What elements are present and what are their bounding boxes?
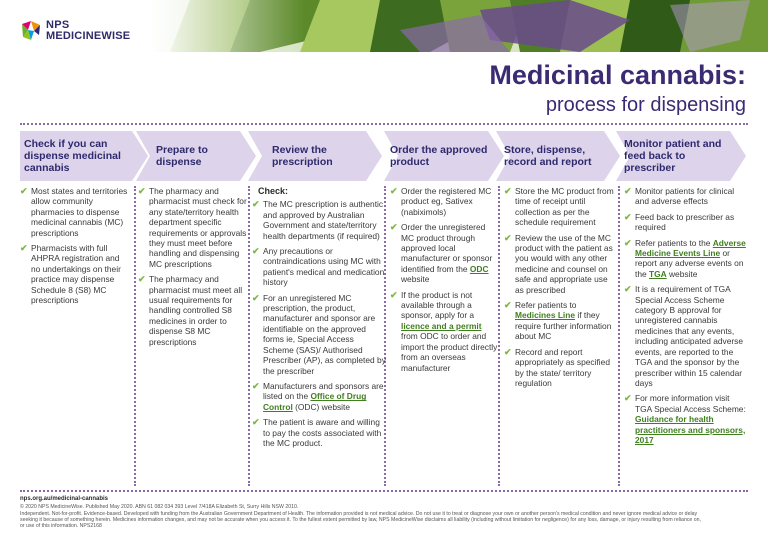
step-5: Store, dispense, record and report <box>496 131 620 181</box>
step-6-label: Monitor patient and feed back to prescri… <box>624 138 722 174</box>
bottom-divider <box>20 490 748 492</box>
step-4-label: Order the approved product <box>390 144 488 168</box>
footer-disclaimer-2: seeking it because of something herein. … <box>20 516 701 523</box>
step-5-chevron <box>496 131 620 181</box>
list-item: ✔Order the registered MC product eg, Sat… <box>390 186 492 217</box>
checkmark-icon: ✔ <box>624 393 632 404</box>
checkmark-icon: ✔ <box>252 246 260 257</box>
brand-line-2: MEDICINEWISE <box>46 30 131 42</box>
step-4-chevron <box>384 131 504 181</box>
check-heading: Check: <box>258 186 289 196</box>
list-item: ✔The patient is aware and willing to pay… <box>252 417 382 448</box>
step-2: Prepare to dispense <box>136 131 256 181</box>
checkmark-icon: ✔ <box>624 284 632 295</box>
checkmark-icon: ✔ <box>504 346 512 357</box>
page-subtitle: process for dispensing <box>545 94 746 116</box>
checkmark-icon: ✔ <box>624 211 632 222</box>
brand-line-1: NPS <box>46 19 70 31</box>
brand-name: NPS MEDICINEWISE <box>46 20 130 42</box>
step-2-chevron <box>136 131 256 181</box>
list-item: ✔Refer patients to the Adverse Medicine … <box>624 237 746 279</box>
checkmark-icon: ✔ <box>252 292 260 303</box>
checkmark-icon: ✔ <box>252 417 260 428</box>
step-1-label: Check if you can dispense medicinal cann… <box>24 138 121 174</box>
list-item: ✔Any precautions or contraindications us… <box>252 246 385 288</box>
list-item: ✔Most states and territories allow commu… <box>20 186 128 238</box>
checkmark-icon: ✔ <box>138 274 146 285</box>
top-divider <box>20 123 748 125</box>
step-4: Order the approved product <box>384 131 504 181</box>
column-monitor: ✔Monitor patients for clinical and adver… <box>624 186 748 450</box>
nps-logo[interactable]: NPS MEDICINEWISE <box>20 20 130 42</box>
licence-permit-link[interactable]: licence and a permit <box>401 320 482 331</box>
step-1-chevron <box>20 131 148 181</box>
column-divider <box>498 186 500 486</box>
cannabis-leaf-photo <box>150 0 768 52</box>
checkmark-icon: ✔ <box>390 186 398 196</box>
step-3: Review the prescription <box>248 131 383 181</box>
step-2-label: Prepare to dispense <box>156 144 208 168</box>
list-item: ✔Feed back to prescriber as required <box>624 211 735 233</box>
list-item: ✔For more information visit TGA Special … <box>624 393 746 445</box>
office-of-drug-control-link[interactable]: Office of Drug Control <box>263 391 367 412</box>
column-prepare: ✔The pharmacy and pharmacist must check … <box>138 186 248 352</box>
column-order: ✔Order the registered MC product eg, Sat… <box>390 186 498 378</box>
checkmark-icon: ✔ <box>504 300 512 311</box>
footer-copyright: © 2020 NPS MedicineWise. Published May 2… <box>20 504 299 511</box>
list-item: ✔Store the MC product from time of recei… <box>504 186 614 228</box>
column-store: ✔Store the MC product from time of recei… <box>504 186 618 393</box>
checkmark-icon: ✔ <box>20 243 28 254</box>
list-item: ✔Review the use of the MC product with t… <box>504 232 613 295</box>
checkmark-icon: ✔ <box>390 289 398 300</box>
column-divider <box>618 186 620 486</box>
page-title-block: Medicinal cannabis: process for dispensi… <box>489 60 746 118</box>
list-item: ✔Record and report appropriately as spec… <box>504 346 610 388</box>
checkmark-icon: ✔ <box>252 199 260 210</box>
checkmark-icon: ✔ <box>624 186 632 196</box>
list-item: ✔Order the unregistered MC product throu… <box>390 222 493 285</box>
list-item: ✔It is a requirement of TGA Special Acce… <box>624 284 744 388</box>
list-item: ✔The pharmacy and pharmacist must meet a… <box>138 274 243 347</box>
checkmark-icon: ✔ <box>390 222 398 233</box>
column-review: Check: ✔The MC prescription is authentic… <box>252 186 386 453</box>
list-item: ✔Monitor patients for clinical and adver… <box>624 186 735 207</box>
list-item: ✔Manufacturers and sponsors are listed o… <box>252 380 384 412</box>
footer-url[interactable]: nps.org.au/medicinal-cannabis <box>20 496 109 502</box>
checkmark-icon: ✔ <box>624 237 632 248</box>
column-check: ✔Most states and territories allow commu… <box>20 186 130 310</box>
list-item: ✔The pharmacy and pharmacist must check … <box>138 186 247 269</box>
list-item: ✔Pharmacists with full AHPRA registratio… <box>20 243 121 306</box>
checkmark-icon: ✔ <box>20 186 28 196</box>
step-3-chevron <box>248 131 382 181</box>
footer-disclaimer-1: Independent. Not-for-profit. Evidence-ba… <box>20 510 698 517</box>
checkmark-icon: ✔ <box>138 186 146 196</box>
process-steps: Check if you can dispense medicinal cann… <box>20 131 748 181</box>
step-6: Monitor patient and feed back to prescri… <box>616 131 748 181</box>
checkmark-icon: ✔ <box>504 232 512 243</box>
list-item: ✔For an unregistered MC prescription, th… <box>252 292 386 376</box>
footer: nps.org.au/medicinal-cannabis © 2020 NPS… <box>20 496 748 529</box>
medicines-line-link[interactable]: Medicines Line <box>515 310 576 321</box>
column-divider <box>134 186 136 486</box>
adverse-medicine-events-line-link[interactable]: Adverse Medicine Events Line <box>635 237 746 259</box>
column-divider <box>384 186 386 486</box>
header-banner: NPS MEDICINEWISE <box>0 0 768 52</box>
checkmark-icon: ✔ <box>252 380 260 391</box>
tga-link[interactable]: TGA <box>648 268 667 279</box>
list-item: ✔The MC prescription is authentic and ap… <box>252 199 384 241</box>
footer-disclaimer-3: or use of this information. NPS2168 <box>20 523 102 530</box>
page-title: Medicinal cannabis: <box>489 60 746 90</box>
checkmark-icon: ✔ <box>504 186 512 196</box>
column-divider <box>248 186 250 486</box>
tga-guidance-link[interactable]: Guidance for health practitioners and sp… <box>635 414 746 445</box>
nps-logo-mark-icon <box>22 21 40 40</box>
list-item: ✔Refer patients to Medicines Line if the… <box>504 300 612 342</box>
step-3-label: Review the prescription <box>272 144 333 168</box>
step-6-chevron <box>616 131 746 181</box>
step-5-label: Store, dispense, record and report <box>504 144 592 168</box>
odc-link[interactable]: ODC <box>469 263 489 274</box>
list-item: ✔If the product is not available through… <box>390 289 498 373</box>
step-1: Check if you can dispense medicinal cann… <box>20 131 150 181</box>
